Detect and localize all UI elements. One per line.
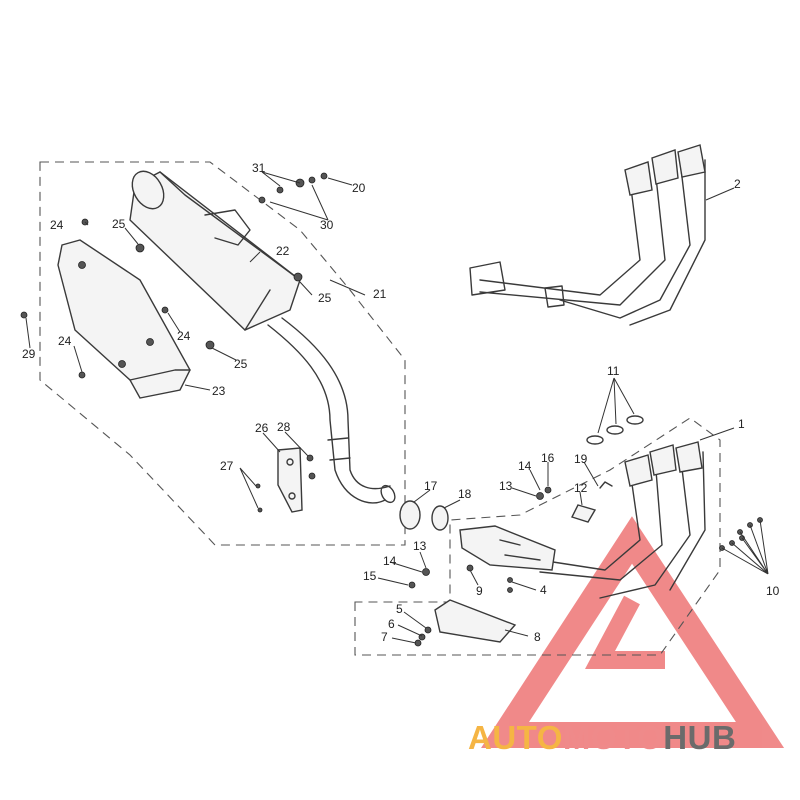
callout-5: 5 [396, 602, 403, 616]
callout-24-mid: 24 [177, 329, 191, 343]
heat-shield [57, 239, 191, 399]
callout-21: 21 [373, 287, 387, 301]
header-pipes-upper [469, 144, 706, 326]
catalyst-section [459, 525, 556, 571]
callout-9: 9 [476, 584, 483, 598]
silencer-body [129, 170, 301, 331]
callout-18: 18 [458, 487, 472, 501]
callout-24-top: 24 [50, 218, 64, 232]
callout-31: 31 [252, 161, 266, 175]
callout-2: 2 [734, 177, 741, 191]
callout-14-lower: 14 [383, 554, 397, 568]
callout-13-upper: 13 [499, 479, 513, 493]
callout-12: 12 [574, 481, 588, 495]
callout-26: 26 [255, 421, 269, 435]
lower-heat-shield [434, 599, 517, 643]
callout-23: 23 [212, 384, 226, 398]
callout-28: 28 [277, 420, 291, 434]
mounting-bracket [277, 447, 303, 513]
callout-11: 11 [607, 364, 620, 378]
silencer-group-outline [39, 161, 406, 546]
header-group-outline [354, 417, 721, 656]
callout-13-lower: 13 [413, 539, 427, 553]
oxygen-sensor [571, 481, 613, 523]
callout-4: 4 [540, 583, 547, 597]
callout-labels: 1 2 4 5 6 7 8 9 10 11 12 13 13 14 14 15 … [22, 161, 780, 644]
callout-25-low: 25 [234, 357, 248, 371]
callout-27: 27 [220, 459, 234, 473]
callout-8: 8 [534, 630, 541, 644]
watermark-logo-icon [481, 516, 785, 748]
wordmark-auto: AUTO [468, 719, 563, 756]
callout-25-mid: 25 [318, 291, 332, 305]
callout-17: 17 [424, 479, 438, 493]
callout-22: 22 [276, 244, 290, 258]
callout-7: 7 [381, 630, 388, 644]
callout-10: 10 [766, 584, 780, 598]
gasket-sleeves [399, 500, 449, 531]
callout-6: 6 [388, 617, 395, 631]
link-pipe [267, 317, 396, 504]
callout-30: 30 [320, 218, 334, 232]
callout-15: 15 [363, 569, 377, 583]
callout-19: 19 [574, 452, 588, 466]
callout-1: 1 [738, 417, 745, 431]
callout-16: 16 [541, 451, 555, 465]
gasket-rings [586, 415, 644, 445]
watermark-wordmark: AUTOMOTOHUB [468, 712, 736, 764]
callout-25-top: 25 [112, 217, 126, 231]
callout-20: 20 [352, 181, 366, 195]
callout-29: 29 [22, 347, 36, 361]
wordmark-hub: HUB [663, 719, 737, 756]
wordmark-moto: MOTO [562, 719, 664, 756]
callout-24-low: 24 [58, 334, 72, 348]
header-pipes-lower [539, 441, 706, 599]
leader-lines [25, 171, 769, 644]
callout-14-upper: 14 [518, 459, 532, 473]
